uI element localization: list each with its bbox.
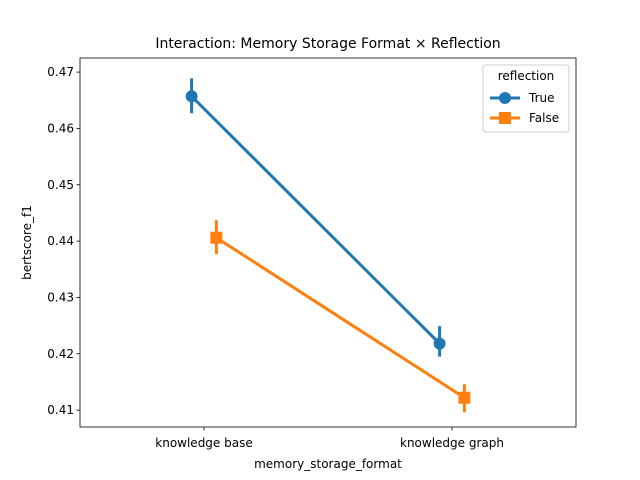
- y-tick-label: 0.41: [47, 403, 74, 417]
- axes-frame: [79, 57, 577, 428]
- series-line: [214, 236, 466, 400]
- legend-marker: [499, 112, 511, 124]
- y-tick-label: 0.46: [47, 121, 74, 135]
- plot-area: [185, 78, 471, 413]
- y-tick-label: 0.45: [47, 178, 74, 192]
- data-point: [433, 337, 446, 350]
- x-axis: knowledge base knowledge graph: [155, 427, 504, 450]
- x-tick-label: knowledge graph: [400, 436, 504, 450]
- y-axis-label: bertscore_f1: [20, 205, 34, 280]
- y-tick-label: 0.42: [47, 347, 74, 361]
- data-point: [185, 90, 198, 103]
- y-axis: 0.41 0.42 0.43 0.44 0.45 0.46 0.47: [47, 65, 80, 417]
- data-point: [458, 391, 471, 404]
- legend-marker: [499, 92, 511, 104]
- data-point: [210, 231, 223, 244]
- legend-title: reflection: [498, 69, 555, 83]
- y-tick-label: 0.44: [47, 234, 74, 248]
- x-axis-label: memory_storage_format: [254, 457, 402, 471]
- legend-label: True: [528, 91, 555, 105]
- series-line: [190, 94, 442, 346]
- y-tick-label: 0.43: [47, 290, 74, 304]
- y-tick-label: 0.47: [47, 65, 74, 79]
- x-tick-label: knowledge base: [155, 436, 252, 450]
- chart-title: Interaction: Memory Storage Format × Ref…: [155, 36, 500, 52]
- legend-label: False: [529, 111, 559, 125]
